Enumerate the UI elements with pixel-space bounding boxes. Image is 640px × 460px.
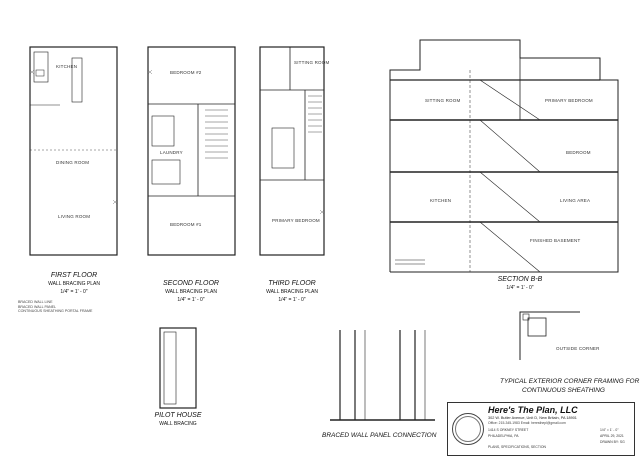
section-room-finished-basement: FINISHED BASEMENT xyxy=(530,238,581,243)
section-room-living-area: LIVING AREA xyxy=(560,198,591,203)
pilot-house-title: PILOT HOUSE WALL BRACING xyxy=(138,412,218,428)
section-room-sitting: SITTING ROOM xyxy=(425,98,461,103)
legend-item: BRACED WALL LINE xyxy=(18,300,53,304)
room-kitchen: KITCHEN xyxy=(56,64,78,69)
corner-framing-subtitle: CONTINUOUS SHEATHING xyxy=(522,387,605,394)
section-room-primary-bedroom: PRIMARY BEDROOM xyxy=(545,98,593,103)
second-floor-scale: 1/4" = 1' - 0" xyxy=(177,297,205,303)
pilot-house-title-text: PILOT HOUSE xyxy=(154,412,202,419)
room-bedroom-1: BEDROOM #1 xyxy=(170,222,202,227)
legend-item: BRACED WALL PANEL xyxy=(18,304,57,309)
room-primary-bedroom: PRIMARY BEDROOM xyxy=(272,218,320,223)
second-floor-title: SECOND FLOOR WALL BRACING PLAN 1/4" = 1'… xyxy=(151,280,231,304)
section-room-kitchen: KITCHEN xyxy=(430,198,452,203)
room-laundry: LAUNDRY xyxy=(160,150,183,155)
second-floor-subtitle: WALL BRACING PLAN xyxy=(165,289,217,295)
firm-address: 302 W. Butler Avenue, Unit D, New Britai… xyxy=(488,416,577,420)
section-title: SECTION B-B 1/4" = 1' - 0" xyxy=(480,276,560,292)
first-floor-subtitle: WALL BRACING PLAN xyxy=(48,281,100,287)
room-bedroom-2: BEDROOM #2 xyxy=(170,70,202,75)
legend-item: CONTINUOUS SHEATHING PORTAL FRAME xyxy=(18,309,93,314)
third-floor-subtitle: WALL BRACING PLAN xyxy=(266,289,318,295)
second-floor-title-text: SECOND FLOOR xyxy=(162,280,219,287)
pilot-house-subtitle: WALL BRACING xyxy=(159,421,197,427)
section-room-bedroom: BEDROOM xyxy=(566,150,591,155)
section-scale: 1/4" = 1' - 0" xyxy=(506,285,534,291)
third-floor-scale: 1/4" = 1' - 0" xyxy=(278,297,306,303)
room-living: LIVING ROOM xyxy=(58,214,91,219)
legend: BRACED WALL LINE BRACED WALL PANEL CONTI… xyxy=(18,300,92,314)
first-floor-scale: 1/4" = 1' - 0" xyxy=(60,289,88,295)
project-city: PHILADELPHIA, PA xyxy=(488,434,519,438)
title-block-date: APRIL 29, 2021 xyxy=(600,434,624,438)
room-dining: DINING ROOM xyxy=(56,160,90,165)
title-block-drawn: DRAWN BY: SG xyxy=(600,440,625,444)
seal-inner-ring xyxy=(455,416,481,442)
third-floor-title: THIRD FLOOR WALL BRACING PLAN 1/4" = 1' … xyxy=(252,280,332,304)
section-title-text: SECTION B-B xyxy=(497,276,543,283)
firm-contact: Office: 215-345-1983 Email: heresthepl@g… xyxy=(488,421,566,425)
braced-wall-panel-title: BRACED WALL PANEL CONNECTION xyxy=(322,432,437,439)
outside-corner-label: OUTSIDE CORNER xyxy=(556,346,600,351)
room-sitting: SITTING ROOM xyxy=(294,60,330,65)
sheet-name: PLANS, SPECIFICATIONS, SECTION xyxy=(488,445,546,449)
title-block: Here's The Plan, LLC 302 W. Butler Avenu… xyxy=(447,402,635,456)
first-floor-title-text: FIRST FLOOR xyxy=(50,272,98,279)
firm-name: Here's The Plan, LLC xyxy=(488,405,578,415)
project-name: 1414 S ORKNEY STREET xyxy=(488,428,529,432)
third-floor-title-text: THIRD FLOOR xyxy=(268,280,316,287)
seal-icon xyxy=(452,413,484,445)
title-block-scale: 1/4" = 1' - 0" xyxy=(600,428,619,432)
first-floor-title: FIRST FLOOR WALL BRACING PLAN 1/4" = 1' … xyxy=(34,272,114,296)
corner-framing-title: TYPICAL EXTERIOR CORNER FRAMING FOR xyxy=(500,378,640,385)
